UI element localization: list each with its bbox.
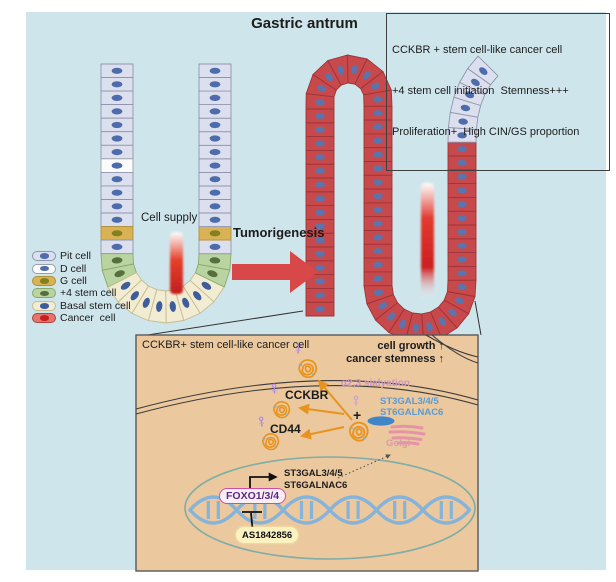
enzyme-st6galnac-label: ST6GALNAC6: [380, 407, 444, 418]
golgi-apparatus: [367, 416, 426, 446]
basal-cell-swatch: [32, 300, 56, 311]
panel-title: CCKBR+ stem cell-like cancer cell: [142, 339, 310, 351]
gene-st3gal-label: ST3GAL3/4/5: [284, 468, 343, 479]
dna-helix: [188, 495, 472, 525]
nucleus-outline: [184, 456, 476, 560]
legend-item-pit: Pit cell: [32, 250, 131, 262]
cell-supply-label: Cell supply: [141, 212, 198, 224]
legend-label: D cell: [60, 262, 87, 275]
zoom-connector-lines: [140, 300, 482, 337]
legend-item-cancer: Cancer cell: [32, 312, 131, 324]
foxo-transcription-factor: FOXO1/3/4: [219, 488, 287, 504]
stem-cell-swatch: [32, 288, 56, 299]
tumorigenesis-arrow: [232, 251, 318, 293]
trafficking-arrows: [297, 379, 353, 440]
summary-line: CCKBR + stem cell-like cancer cell: [392, 44, 563, 57]
sialylation-label: α2,3 sialyation: [341, 378, 410, 389]
legend-item-g: G cell: [32, 275, 131, 287]
summary-line: +4 stem cell initiation Stemness+++: [392, 84, 569, 97]
legend-item-d: D cell: [32, 262, 131, 275]
tumorigenesis-label: Tumorigenesis: [233, 225, 325, 240]
summary-box: CCKBR + stem cell-like cancer cell +4 st…: [386, 13, 610, 171]
cell-supply-gradient-arrow: [170, 232, 183, 294]
enzyme-st3gal-label: ST3GAL3/4/5: [380, 396, 439, 407]
as1842856-inhibitor: AS1842856: [236, 527, 299, 543]
legend-label: Basal stem cell: [60, 299, 131, 312]
page-title: Gastric antrum: [251, 15, 358, 32]
summary-line: Proliferation+ High CIN/GS proportion: [392, 125, 580, 138]
cancer-gland: [305, 54, 499, 343]
legend-label: +4 stem cell: [60, 287, 117, 300]
transcription-arrow: [249, 472, 278, 489]
legend-item-stem: +4 stem cell: [32, 287, 131, 299]
cd44-label: CD44: [270, 422, 301, 436]
legend-label: Cancer cell: [60, 312, 116, 325]
gene-to-golgi-dashed-arrow: [337, 454, 391, 479]
legend-label: Pit cell: [60, 250, 91, 263]
plus-sign: +: [353, 407, 362, 423]
golgi-label: Golgi: [386, 438, 411, 449]
legend-label: G cell: [60, 274, 87, 287]
cancer-supply-gradient-arrow: [421, 183, 434, 300]
d-cell-swatch: [32, 263, 56, 274]
legend: Pit cell D cell G cell +4 stem cell Basa…: [32, 250, 131, 324]
gene-st6galnac-label: ST6GALNAC6: [284, 480, 348, 491]
pit-cell-swatch: [32, 251, 56, 262]
cancer-cell-swatch: [32, 313, 56, 324]
cell-growth-label: cell growth ↑: [377, 340, 444, 352]
g-cell-swatch: [32, 275, 56, 286]
cckbr-label: CCKBR: [285, 388, 329, 402]
legend-item-basal: Basal stem cell: [32, 300, 131, 312]
normal-gland: [100, 63, 232, 324]
cancer-stemness-label: cancer stemness ↑: [346, 353, 444, 365]
